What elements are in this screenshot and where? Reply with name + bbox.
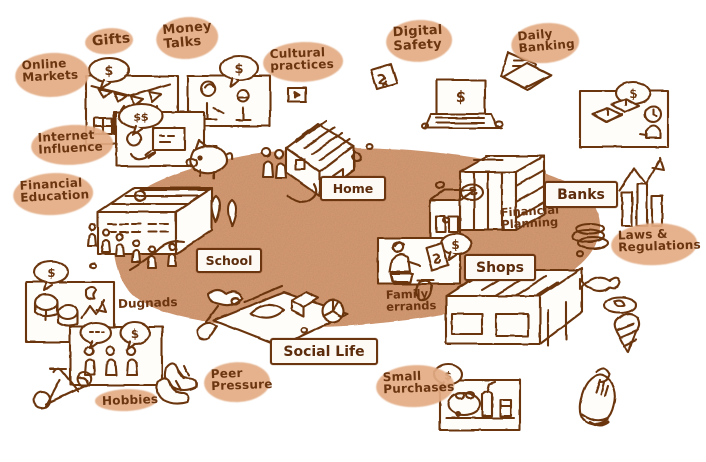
svg-text:$: $ <box>47 266 55 280</box>
label-small-purchases: Small Purchases <box>375 363 455 409</box>
label-laws-regulations: Laws & Regulations <box>610 221 702 267</box>
label-family-errands: Family errands <box>385 286 437 314</box>
play-button-icon <box>286 86 308 104</box>
label-text: Digital Safety <box>392 22 443 54</box>
svg-text:$: $ <box>234 62 243 77</box>
label-text: Hobbies <box>101 392 159 408</box>
label-text: Peer Pressure <box>210 365 273 394</box>
label-cultural-practices: Cultural practices <box>262 40 344 84</box>
coin-stack-icon <box>570 222 610 250</box>
label-internet-influence: Internet Influence <box>30 122 115 168</box>
label-peer-pressure: Peer Pressure <box>203 361 273 404</box>
bank-building-icon <box>428 154 546 242</box>
label-financial-education: Financial Education <box>12 171 95 218</box>
label-text: Laws & Regulations <box>617 226 702 255</box>
node-label-social-life: Social Life <box>270 338 378 365</box>
scooter-icon <box>33 367 93 410</box>
node-label-banks: Banks <box>544 181 618 208</box>
label-dugnads: Dugnads <box>117 294 178 312</box>
label-daily-banking: Daily Banking <box>509 20 581 66</box>
svg-text:$: $ <box>104 64 113 79</box>
label-digital-safety: Digital Safety <box>385 18 454 64</box>
label-text: Daily Banking <box>516 26 576 56</box>
family-shopping-icon: $ <box>376 232 473 286</box>
svg-text:$$: $$ <box>133 111 148 124</box>
label-text: Internet Influence <box>37 127 104 158</box>
label-text: Money Talks <box>161 18 213 52</box>
banknote-icon <box>369 62 399 91</box>
ice-cream-icon <box>613 312 641 354</box>
package-delivery-icon: $ <box>578 80 670 149</box>
football-icon <box>320 298 346 324</box>
skateboard-ramp-icon <box>195 284 350 348</box>
node-label-school: School <box>196 248 262 273</box>
small-coin-decor <box>575 250 585 258</box>
label-text: Financial Education <box>19 175 90 206</box>
label-gifts: Gifts <box>84 26 135 57</box>
laptop-icon: $ <box>423 78 504 130</box>
svg-text:$: $ <box>131 327 139 341</box>
svg-text:$: $ <box>629 87 637 101</box>
sneakers-icon <box>155 362 198 405</box>
label-text: Online Markets <box>21 56 79 85</box>
svg-text:$: $ <box>456 88 466 106</box>
shopping-bag-icon <box>578 367 617 427</box>
label-text: Gifts <box>91 30 132 50</box>
candy-wrapper-icon <box>578 276 622 293</box>
label-text: Cultural practices <box>269 45 335 74</box>
school-building-icon <box>86 186 238 272</box>
label-online-markets: Online Markets <box>14 50 91 99</box>
label-money-talks: Money Talks <box>154 14 220 62</box>
node-label-home: Home <box>320 176 386 201</box>
label-hobbies: Hobbies <box>94 388 159 413</box>
node-label-shops: Shops <box>464 254 536 281</box>
label-text: Small Purchases <box>382 368 455 397</box>
screen-influencer-icon: $$ <box>114 102 206 168</box>
group-people-icon: $ <box>68 320 164 387</box>
pebbles-decor <box>88 120 504 334</box>
coin-single-icon <box>459 182 485 202</box>
svg-text:$: $ <box>452 238 460 252</box>
bar-chart-arrow-icon <box>618 156 666 228</box>
piggy-bank-icon <box>185 138 234 180</box>
